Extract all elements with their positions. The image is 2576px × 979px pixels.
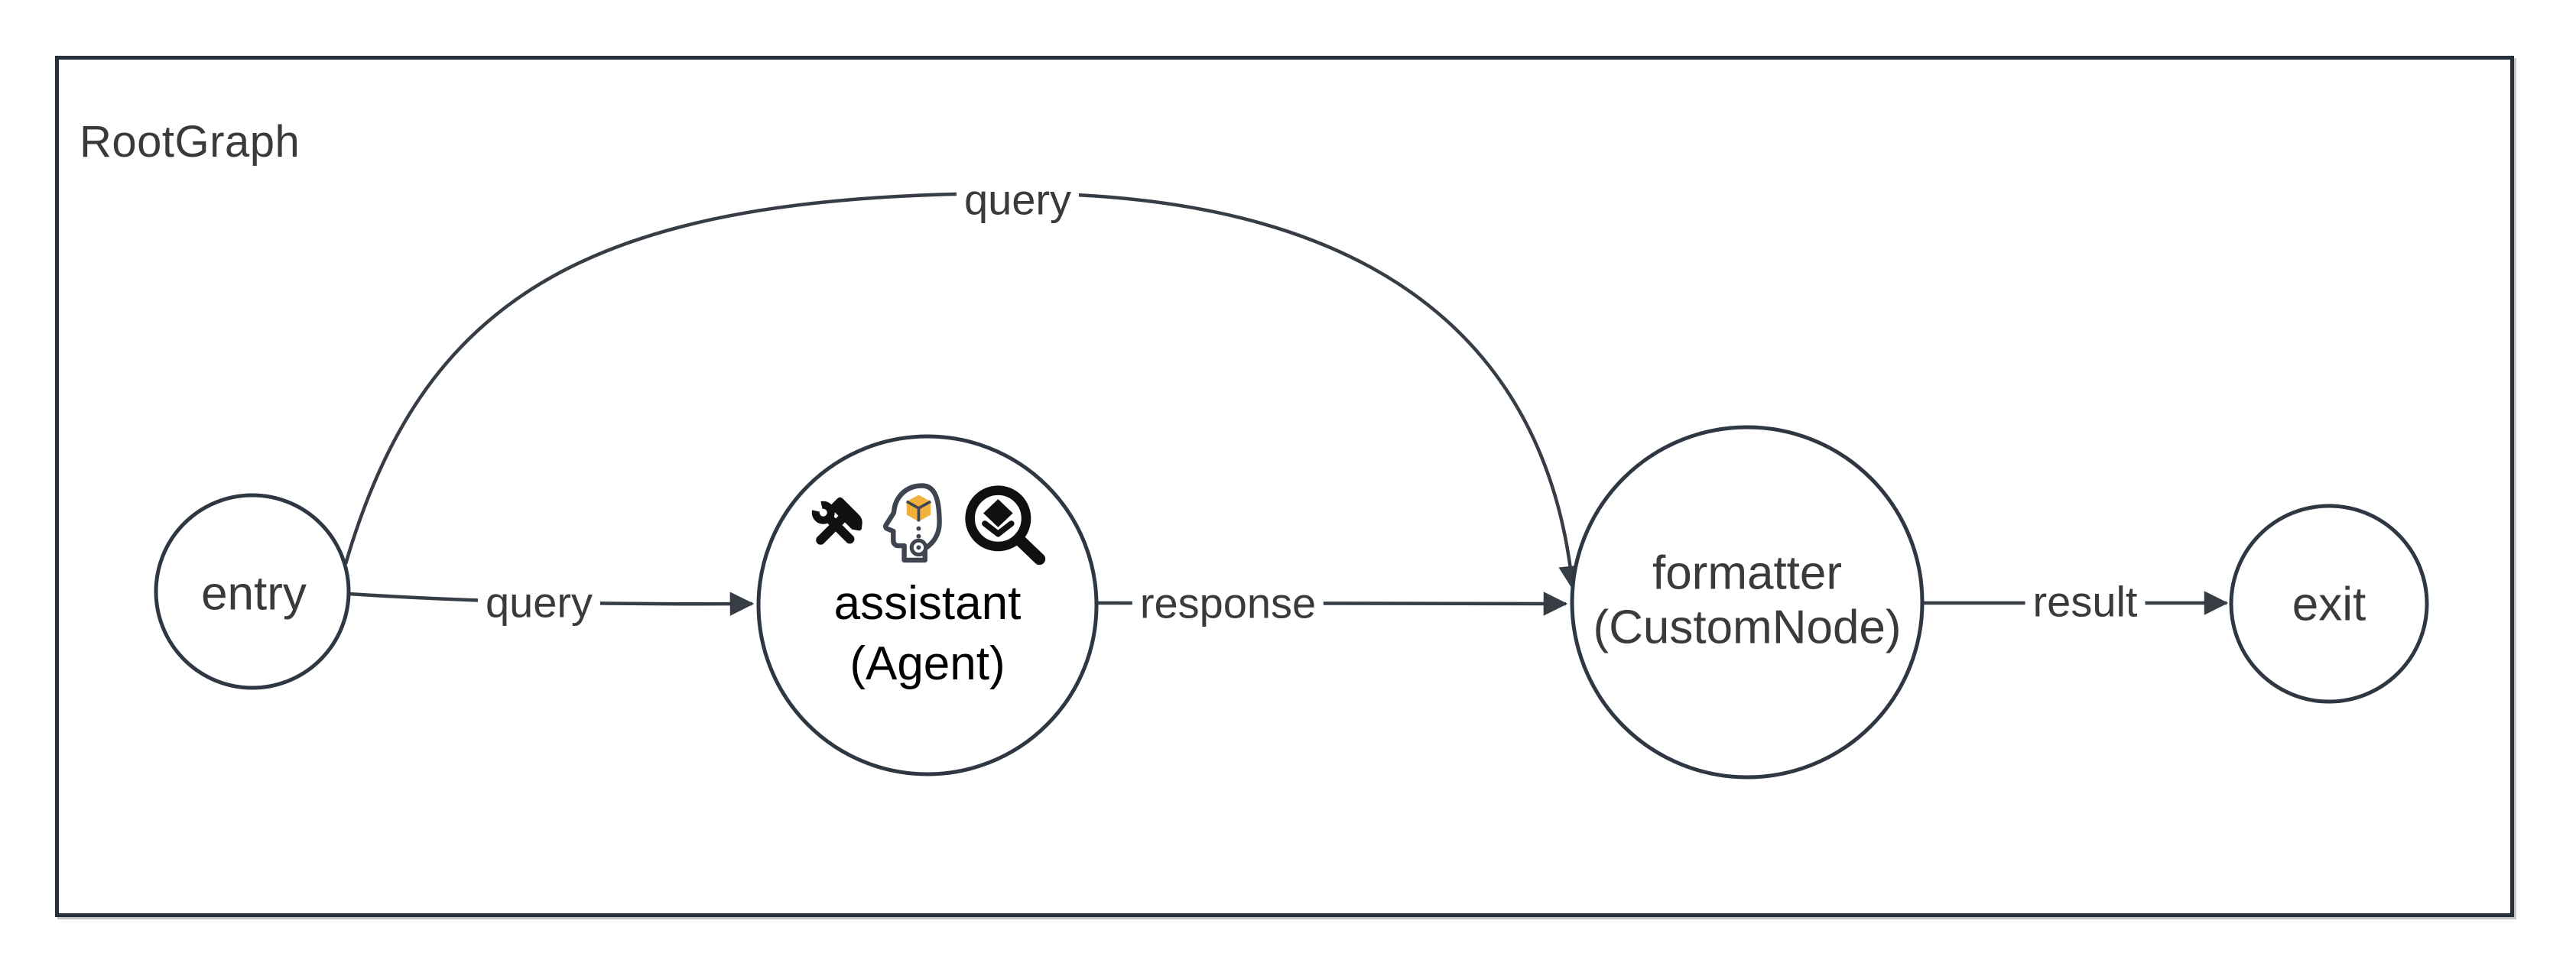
node-entry-label: entry [201, 567, 307, 621]
node-formatter-label: formatter [1652, 546, 1843, 600]
node-entry-circle [154, 493, 351, 690]
node-assistant-content: assistant (Agent) [805, 480, 1050, 692]
node-formatter-content: formatter (CustomNode) [1593, 546, 1901, 656]
tools-icon [806, 495, 862, 545]
edge-label-query-top: query [956, 177, 1080, 223]
node-formatter-sublabel: (CustomNode) [1593, 601, 1902, 654]
node-assistant-sublabel: (Agent) [849, 637, 1005, 691]
edge-label-response: response [1132, 581, 1324, 627]
node-exit-circle [2229, 504, 2429, 704]
node-assistant-label: assistant [833, 577, 1022, 630]
edge-label-result: result [2025, 579, 2146, 625]
edge-label-query: query [477, 580, 601, 626]
node-formatter-circle [1570, 425, 1925, 780]
graph-title: RootGraph [80, 117, 300, 167]
assistant-icon-row [805, 480, 1050, 570]
node-exit-label: exit [2292, 578, 2366, 631]
root-graph-frame [55, 56, 2514, 917]
search-layers-icon [965, 485, 1046, 566]
agent-head-icon [882, 483, 942, 563]
